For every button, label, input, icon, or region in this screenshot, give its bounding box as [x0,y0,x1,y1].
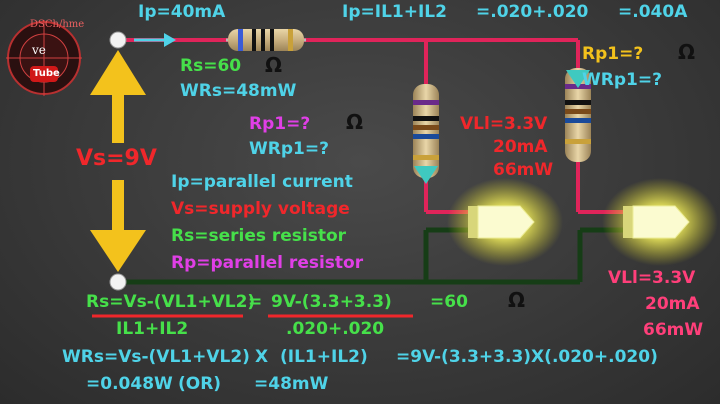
series-resistor-power: WRs=48mW [180,81,297,101]
parallel-resistor-right [565,68,591,162]
ohm-symbol-left: Ω [346,110,364,134]
positive-terminal [109,31,127,49]
parallel-resistor-left-power: WRp1=? [249,139,329,159]
formula-wrs: WRs=Vs-(VL1+VL2) [62,347,250,367]
negative-terminal [109,273,127,291]
ohm-symbol-series: Ω [265,53,283,77]
formula-wrs-result-mw: =48mW [254,374,329,394]
current-arrow-icon [134,33,176,47]
parallel-current-label: Ip=40mA [138,2,226,22]
legend-series-resistor: Rs=series resistor [171,226,347,246]
parallel-current-sum: Ip=IL1+IL2 [342,2,447,22]
series-resistance-value: Rs=60 [180,56,242,76]
formula-wrs-result: =0.048W [86,374,173,394]
formula-rs-result: =60 [430,292,468,312]
formula-wrs-or: (OR) [178,374,222,394]
series-resistor [226,29,306,51]
parallel-resistor-right-power: WRp1=? [582,70,662,90]
led-2-power: 66mW [643,320,704,340]
led-2 [602,178,718,266]
parallel-current-result: =.040A [618,2,688,22]
supply-voltage-label: Vs=9V [76,146,157,171]
led-2-current: 20mA [645,294,700,314]
formula-rs-denominator: IL1+IL2 [116,319,189,339]
legend-parallel-resistor: Rp=parallel resistor [171,253,364,273]
legend-supply-voltage: Vs=supply voltage [171,199,350,219]
formula-wrs-current: (IL1+IL2) [280,347,368,367]
parallel-resistor-right-value: Rp1=? [582,44,644,64]
logo-tube-text: Tube [33,68,60,79]
led-2-voltage: VLl=3.3V [608,268,696,288]
logo-mid-text: ve [32,43,46,57]
formula-rs-substitution: 9V-(3.3+3.3) [271,292,392,312]
logo-top-text: DSCh/hme [30,19,85,30]
channel-logo [6,20,82,96]
parallel-current-calc: =.020+.020 [476,2,589,22]
led-1-voltage: VLl=3.3V [460,114,548,134]
formula-wrs-substitution: =9V-(3.3+3.3)X(.020+.020) [396,347,658,367]
formula-rs-equals: = [248,292,263,312]
parallel-resistor-left [413,84,439,184]
led-1 [447,178,563,266]
voltage-arrow-icon [90,50,146,272]
parallel-resistor-left-value: Rp1=? [249,114,311,134]
ohm-symbol-right: Ω [678,40,696,64]
formula-rs-numerator: Rs=Vs-(VL1+VL2) [86,292,256,312]
led-1-current: 20mA [493,137,548,157]
formula-wrs-times: X [255,347,269,367]
legend-parallel-current: Ip=parallel current [171,172,353,192]
formula-rs-denominator-substitution: .020+.020 [286,319,385,339]
led-1-power: 66mW [493,160,554,180]
ohm-symbol-formula: Ω [508,288,526,312]
